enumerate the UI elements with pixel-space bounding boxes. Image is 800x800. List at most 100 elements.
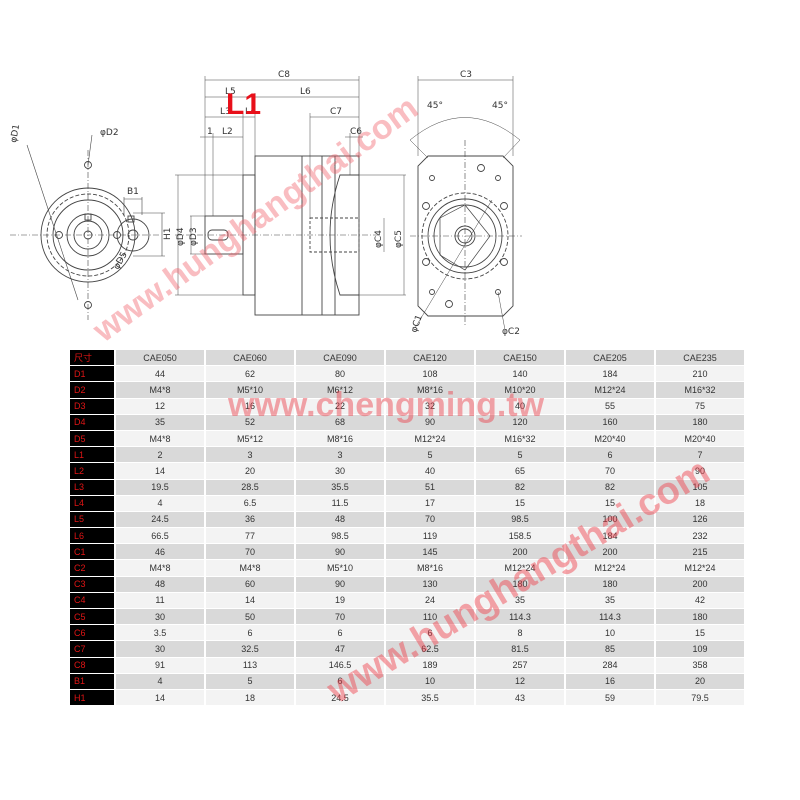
table-cell: M4*8 <box>116 382 204 398</box>
table-cell: 108 <box>386 366 474 382</box>
table-cell: 24 <box>386 592 474 608</box>
table-cell: 35 <box>116 414 204 430</box>
table-cell: 6 <box>296 673 384 689</box>
table-cell: 184 <box>566 528 654 544</box>
table-cell: M4*8 <box>116 430 204 447</box>
table-cell: M8*16 <box>386 560 474 576</box>
table-cell: 75 <box>656 398 744 414</box>
dim-b1: B1 <box>127 187 139 197</box>
table-cell: 6.5 <box>206 495 294 511</box>
table-cell: 14 <box>116 463 204 479</box>
table-cell: 43 <box>476 689 564 706</box>
table-cell: 6 <box>386 625 474 641</box>
table-cell: 12 <box>116 398 204 414</box>
row-label: C2 <box>70 560 114 576</box>
dim-c2: φC2 <box>502 327 520 337</box>
table-cell: 24.5 <box>116 511 204 528</box>
dim-c3: C3 <box>460 70 472 80</box>
table-cell: 35 <box>476 592 564 608</box>
table-cell: 98.5 <box>296 528 384 544</box>
table-cell: 158.5 <box>476 528 564 544</box>
table-cell: 114.3 <box>476 609 564 625</box>
table-cell: 30 <box>116 641 204 657</box>
table-cell: 17 <box>386 495 474 511</box>
table-cell: 6 <box>296 625 384 641</box>
table-cell: M5*10 <box>206 382 294 398</box>
table-cell: 184 <box>566 366 654 382</box>
row-label: D4 <box>70 414 114 430</box>
model-header: CAE235 <box>656 350 744 366</box>
dim-l3: L3 <box>220 107 231 117</box>
shaft-end-view <box>116 197 165 257</box>
table-cell: M10*20 <box>476 382 564 398</box>
table-cell: 20 <box>656 673 744 689</box>
table-cell: M6*12 <box>296 382 384 398</box>
table-cell: 44 <box>116 366 204 382</box>
output-flange-view <box>409 76 522 331</box>
table-cell: 28.5 <box>206 479 294 495</box>
table-cell: 14 <box>116 689 204 706</box>
table-cell: 200 <box>656 576 744 592</box>
row-label: D1 <box>70 366 114 382</box>
dim-c6: C6 <box>350 127 362 137</box>
table-cell: 180 <box>656 609 744 625</box>
table-cell: 70 <box>566 463 654 479</box>
dim-angle-right: 45° <box>492 101 508 111</box>
front-flange-view <box>10 134 160 320</box>
table-cell: 114.3 <box>566 609 654 625</box>
row-label: L1 <box>70 447 114 463</box>
table-cell: 2 <box>116 447 204 463</box>
table-cell: 284 <box>566 657 654 673</box>
table-cell: M20*40 <box>656 430 744 447</box>
table-cell: 50 <box>206 609 294 625</box>
table-cell: 210 <box>656 366 744 382</box>
table-cell: 7 <box>656 447 744 463</box>
table-cell: M4*8 <box>116 560 204 576</box>
table-cell: 15 <box>476 495 564 511</box>
table-cell: 11.5 <box>296 495 384 511</box>
row-label: L2 <box>70 463 114 479</box>
row-label: C1 <box>70 544 114 560</box>
table-cell: 20 <box>206 463 294 479</box>
row-label: C4 <box>70 592 114 608</box>
row-label: L6 <box>70 528 114 544</box>
dim-c5: φC5 <box>394 230 404 248</box>
table-cell: 59 <box>566 689 654 706</box>
model-header: CAE205 <box>566 350 654 366</box>
table-cell: 200 <box>566 544 654 560</box>
row-label: D2 <box>70 382 114 398</box>
table-cell: 65 <box>476 463 564 479</box>
table-cell: 4 <box>116 495 204 511</box>
table-cell: 110 <box>386 609 474 625</box>
table-cell: M20*40 <box>566 430 654 447</box>
table-cell: 35.5 <box>386 689 474 706</box>
table-cell: 40 <box>386 463 474 479</box>
row-label: C5 <box>70 609 114 625</box>
table-cell: 60 <box>206 576 294 592</box>
dim-l5: L5 <box>225 87 236 97</box>
table-cell: 79.5 <box>656 689 744 706</box>
table-cell: 24.5 <box>296 689 384 706</box>
table-cell: 32.5 <box>206 641 294 657</box>
table-cell: 3.5 <box>116 625 204 641</box>
table-cell: 18 <box>656 495 744 511</box>
table-cell: 5 <box>206 673 294 689</box>
table-cell: 15 <box>566 495 654 511</box>
table-cell: 36 <box>206 511 294 528</box>
table-cell: 126 <box>656 511 744 528</box>
table-cell: 358 <box>656 657 744 673</box>
table-cell: 82 <box>566 479 654 495</box>
table-cell: 85 <box>566 641 654 657</box>
table-cell: M5*10 <box>296 560 384 576</box>
table-cell: 70 <box>206 544 294 560</box>
